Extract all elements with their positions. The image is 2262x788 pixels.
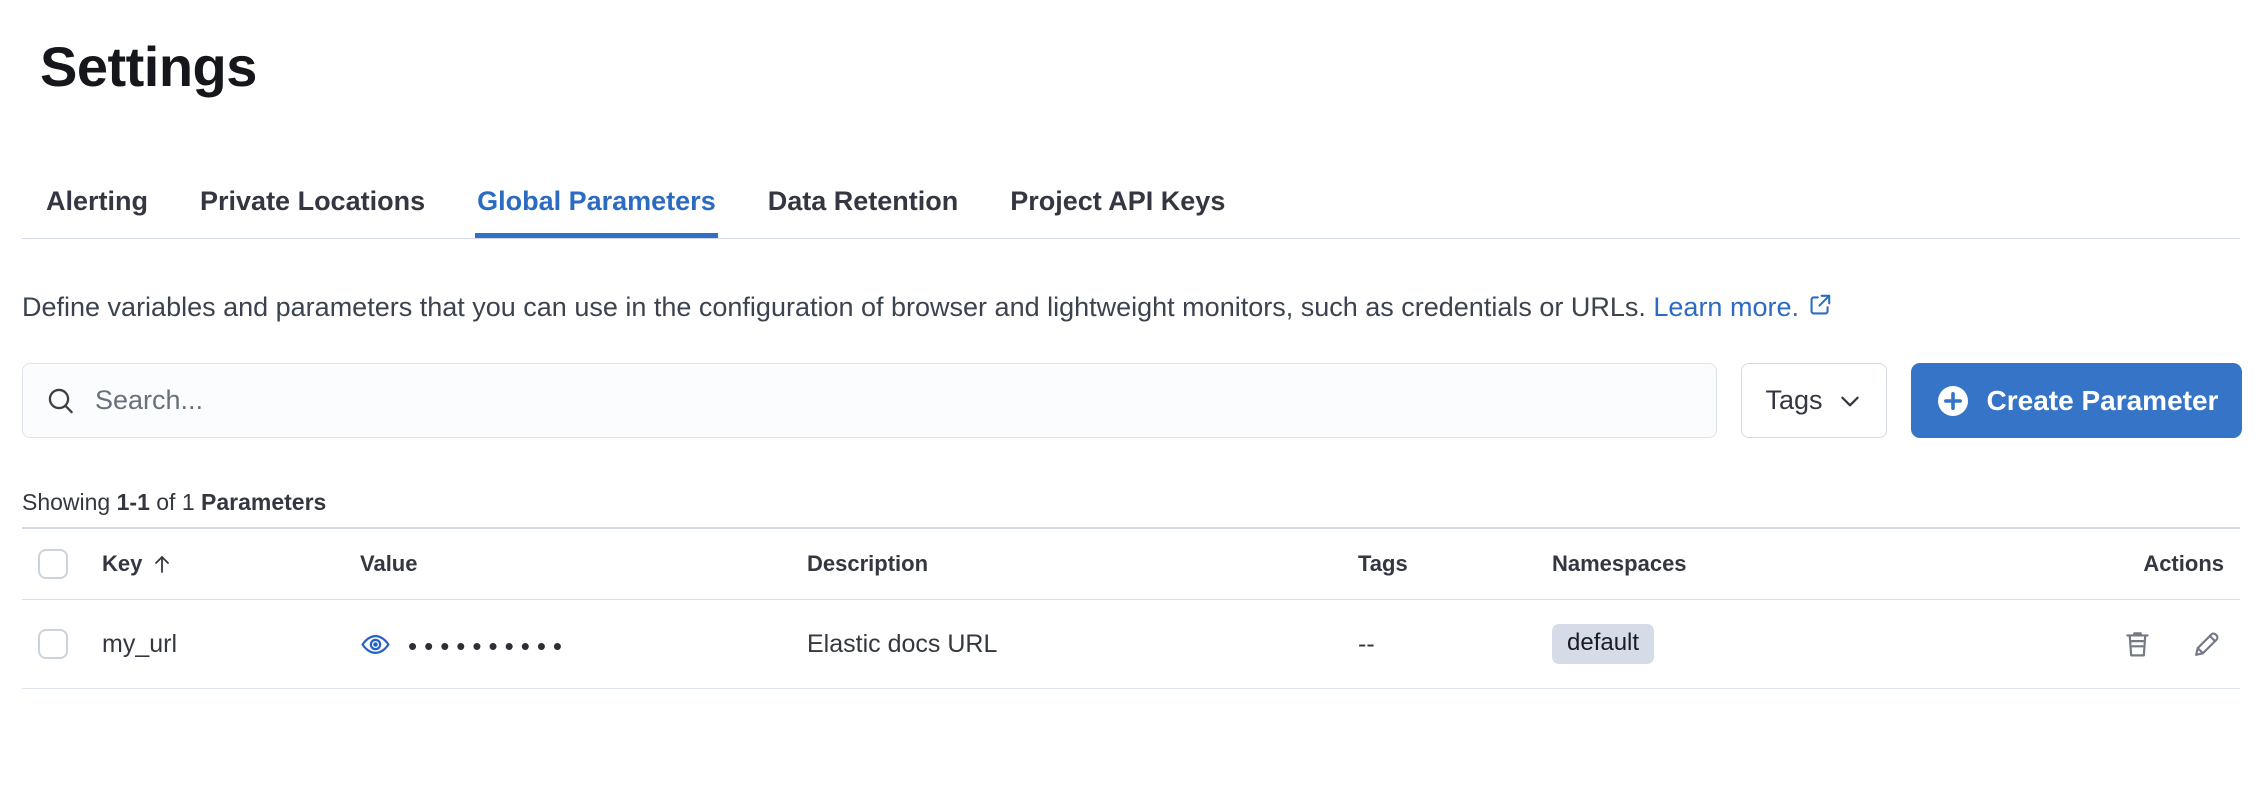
search-box [22, 363, 1717, 438]
tags-filter-button[interactable]: Tags [1741, 363, 1887, 438]
summary-entity: Parameters [201, 489, 327, 515]
column-header-actions-label: Actions [2143, 551, 2224, 576]
tab-global-parameters[interactable]: Global Parameters [475, 170, 718, 238]
plus-in-circle-icon [1937, 385, 1968, 416]
header-checkbox-cell [22, 549, 84, 579]
column-header-value[interactable]: Value [342, 551, 789, 577]
tab-alerting[interactable]: Alerting [46, 186, 149, 216]
page-description: Define variables and parameters that you… [22, 283, 2214, 331]
settings-page: Settings Alerting Private Locations Glob… [0, 34, 2262, 788]
value-cell: •••••••••• [342, 627, 789, 661]
tags-filter-label: Tags [1765, 385, 1823, 415]
tags-cell: -- [1358, 629, 1375, 658]
column-header-description-label: Description [807, 551, 929, 576]
masked-value: •••••••••• [408, 631, 570, 661]
column-header-tags-label: Tags [1358, 551, 1408, 576]
page-title: Settings [40, 35, 257, 98]
external-link-icon [1810, 294, 1831, 315]
table-top-divider [22, 527, 2240, 529]
table-row: my_url •••••••••• Elastic docs URL -- de… [22, 600, 2240, 689]
parameters-toolbar: Tags Create Parameter [22, 363, 2242, 438]
edit-parameter-button[interactable] [2191, 629, 2222, 660]
actions-cell [1987, 629, 2240, 660]
pencil-icon [2195, 632, 2219, 656]
description-text: Define variables and parameters that you… [22, 292, 1646, 322]
key-cell: my_url [102, 629, 178, 658]
row-checkbox-cell [22, 629, 84, 659]
sort-ascending-arrow-icon [155, 556, 170, 573]
reveal-value-button[interactable] [360, 629, 391, 660]
column-header-key[interactable]: Key [84, 551, 342, 577]
row-checkbox[interactable] [38, 629, 68, 659]
column-header-tags[interactable]: Tags [1340, 551, 1534, 577]
table-header-row: Key Value Description Tags Namespaces Ac… [22, 529, 2240, 600]
column-header-key-label: Key [102, 551, 143, 576]
column-header-value-label: Value [360, 551, 418, 576]
create-parameter-label: Create Parameter [1986, 384, 2219, 416]
namespace-badge: default [1552, 624, 1655, 664]
select-all-checkbox[interactable] [38, 549, 68, 579]
eye-icon [361, 634, 390, 654]
chevron-down-icon [1840, 396, 1859, 406]
tab-private-locations[interactable]: Private Locations [200, 186, 426, 216]
summary-range: 1-1 [116, 489, 150, 515]
learn-more-label: Learn more. [1653, 292, 1799, 322]
namespaces-cell: default [1534, 624, 1987, 664]
column-header-namespaces[interactable]: Namespaces [1534, 551, 1987, 577]
tab-data-retention[interactable]: Data Retention [767, 186, 959, 216]
column-header-description[interactable]: Description [789, 551, 1340, 577]
search-icon [48, 388, 73, 413]
description-cell: Elastic docs URL [807, 629, 998, 658]
learn-more-link[interactable]: Learn more. [1653, 292, 1833, 322]
column-header-namespaces-label: Namespaces [1552, 551, 1687, 576]
results-summary: Showing 1-1 of 1 Parameters [22, 488, 2240, 516]
summary-of: of 1 [156, 489, 195, 515]
summary-showing: Showing [22, 489, 111, 515]
column-header-actions: Actions [1987, 551, 2240, 577]
search-input[interactable] [95, 385, 1696, 416]
delete-parameter-button[interactable] [2122, 629, 2153, 660]
trash-icon [2126, 631, 2149, 656]
settings-tab-bar: Alerting Private Locations Global Parame… [22, 170, 2240, 239]
create-parameter-button[interactable]: Create Parameter [1911, 363, 2242, 438]
tab-project-api-keys[interactable]: Project API Keys [1010, 186, 1226, 216]
